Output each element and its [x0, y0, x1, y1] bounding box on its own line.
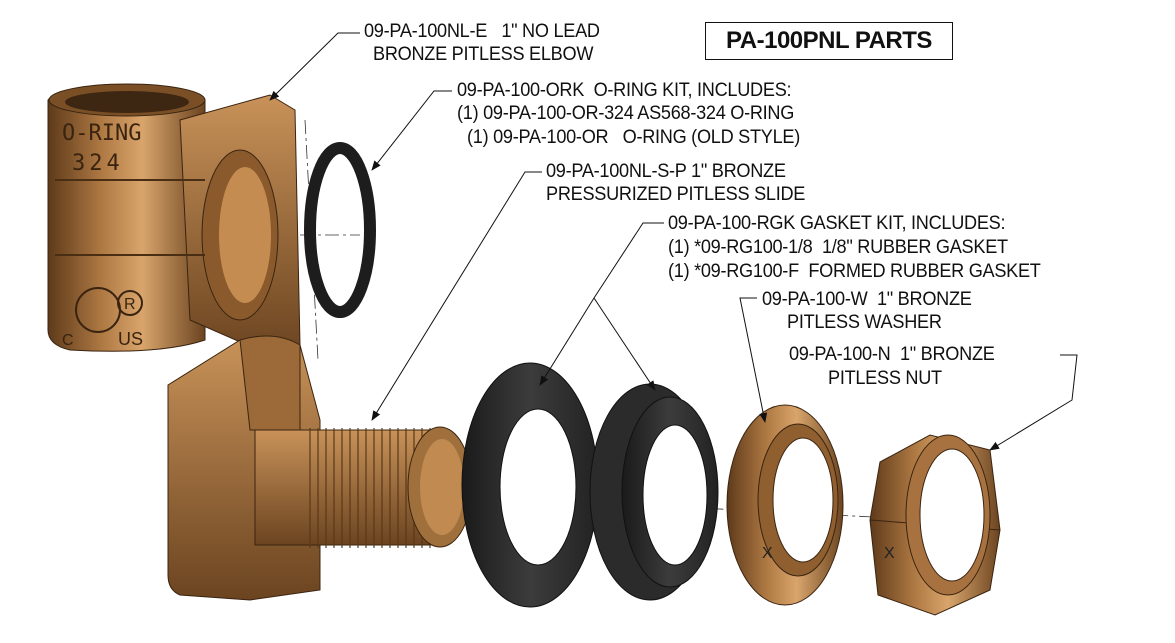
elbow-label-line2: BRONZE PITLESS ELBOW [373, 43, 594, 65]
diagram-title: PA-100PNL PARTS [705, 22, 953, 60]
slide-label-line2: PRESSURIZED PITLESS SLIDE [546, 183, 806, 205]
nut-x-marking: X [884, 545, 895, 562]
washer-label-line2: PITLESS WASHER [787, 311, 942, 333]
cert-us-marking: US [118, 329, 143, 349]
pitless-nut: X [869, 434, 1001, 616]
oring-kit-label-line3: (1) 09-PA-100-OR O-RING (OLD STYLE) [467, 126, 800, 148]
gasket-kit-label-line2: (1) *09-RG100-1/8 1/8" RUBBER GASKET [668, 236, 1008, 258]
oring-kit-label-line1: 09-PA-100-ORK O-RING KIT, INCLUDES: [457, 79, 792, 101]
elbow-size-marking: 324 [72, 151, 124, 176]
slide-label-line1: 09-PA-100NL-S-P 1" BRONZE [546, 160, 786, 182]
formed-rubber-gasket [589, 383, 719, 601]
o-ring [304, 142, 376, 318]
oring-kit-label-line2: (1) 09-PA-100-OR-324 AS568-324 O-RING [457, 102, 795, 124]
gasket-kit-label-line3: (1) *09-RG100-F FORMED RUBBER GASKET [668, 260, 1041, 282]
pitless-elbow: O-RING 324 R C US [47, 83, 301, 356]
leader-lines [269, 32, 1078, 451]
cert-r-marking: R [124, 296, 136, 313]
cert-c-marking: C [62, 332, 74, 349]
elbow-label-line1: 09-PA-100NL-E 1" NO LEAD [364, 20, 600, 42]
pitless-washer: X [726, 404, 844, 606]
washer-label-line1: 09-PA-100-W 1" BRONZE [762, 288, 972, 310]
nut-label-line2: PITLESS NUT [828, 367, 942, 389]
gasket-kit-label-line1: 09-PA-100-RGK GASKET KIT, INCLUDES: [668, 212, 1006, 234]
flat-rubber-gasket [461, 362, 599, 608]
elbow-oring-marking: O-RING [62, 121, 141, 146]
washer-x-marking: X [762, 545, 773, 562]
nut-label-line1: 09-PA-100-N 1" BRONZE [789, 343, 995, 365]
pitless-slide [167, 335, 473, 601]
